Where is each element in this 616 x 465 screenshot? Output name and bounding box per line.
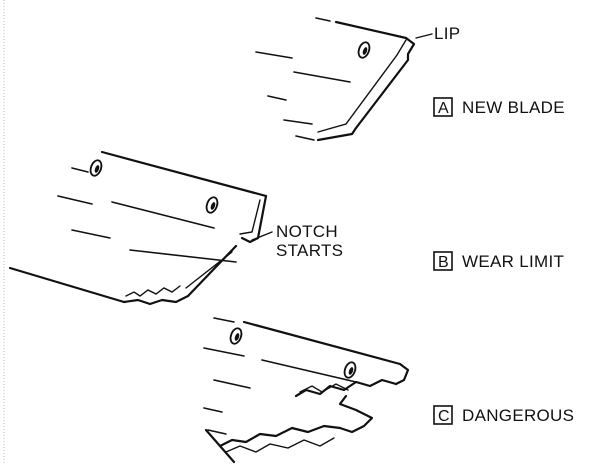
legend-a: A NEW BLADE: [433, 97, 565, 117]
legend-b-label: WEAR LIMIT: [462, 252, 564, 271]
legend-b: B WEAR LIMIT: [433, 251, 564, 271]
blade-b-lip-stub: [240, 194, 268, 244]
blade-a-dash-3: [293, 71, 351, 83]
blade-b-bolt-hole-right-center: [210, 202, 216, 210]
blade-c-dash-3: [261, 359, 357, 383]
legend-c-label: DANGEROUS: [462, 406, 574, 425]
blade-a-dash-2: [255, 51, 293, 59]
notch-label-line2: STARTS: [276, 241, 343, 260]
blade-c-torn-edge-lower: [218, 424, 342, 448]
blade-b-bolt-hole-left-center: [94, 165, 100, 173]
blade-b-worn-face: [122, 244, 238, 306]
legend-c: C DANGEROUS: [433, 405, 574, 425]
blade-a-dash-1: [315, 17, 331, 22]
blade-a-dash-4: [267, 95, 287, 101]
blade-c-dangerous: [203, 317, 410, 464]
blade-c-dash-6: [207, 429, 227, 435]
lip-leader-line: [415, 33, 433, 39]
blade-c-dash-1: [213, 317, 235, 323]
blade-b-top-edge: [100, 150, 268, 198]
blade-b-bottom-edge: [8, 266, 126, 304]
blade-a-dash-6: [295, 135, 315, 141]
notch-leader-line: [251, 231, 273, 241]
notch-label-line1: NOTCH: [276, 222, 338, 241]
blade-c-wear-texture-lower: [225, 437, 335, 453]
blade-c-dash-4: [213, 379, 251, 389]
blade-b-worn-bevel: [185, 251, 233, 289]
legend-a-label: NEW BLADE: [462, 98, 565, 117]
blade-a-top-edge: [334, 20, 408, 40]
blade-c-torn-edge-upper: [294, 378, 398, 398]
blade-b-dash-2: [57, 195, 93, 205]
blade-b-dash-5: [129, 249, 237, 263]
blade-c-bolt-hole-left-center: [234, 333, 240, 341]
blade-c-dash-5: [203, 407, 223, 413]
lip-callout: LIP: [415, 24, 460, 43]
legend-b-letter: B: [438, 254, 449, 271]
legend-c-letter: C: [438, 408, 450, 425]
blade-b-wear-texture: [125, 285, 181, 297]
blade-b-dash-4: [71, 229, 111, 239]
legend-b-box: [433, 251, 453, 271]
blade-b-wear-limit: [8, 150, 268, 306]
blade-c-top-edge: [242, 320, 402, 366]
blade-a-dash-5: [283, 119, 313, 125]
notch-callout: NOTCH STARTS: [251, 222, 343, 260]
blade-c-break: [338, 394, 374, 434]
blade-b-dash-1: [71, 167, 89, 173]
legend-c-box: [433, 405, 453, 425]
blade-c-lip-remnant: [394, 362, 410, 386]
legend-a-box: [433, 97, 453, 117]
blade-c-bolt-hole-right-center: [348, 367, 354, 375]
legend-a-letter: A: [438, 100, 449, 117]
lip-label: LIP: [434, 24, 460, 43]
blade-c-left-edge: [204, 428, 236, 464]
blade-a-lip-inner: [317, 39, 407, 133]
blade-b-lip-inner: [239, 199, 261, 235]
blade-a-bolt-hole-center: [362, 47, 368, 55]
blade-c-dash-2: [203, 347, 245, 357]
blade-a-lip-outer: [316, 36, 416, 142]
blade-c-wear-texture-upper: [299, 383, 349, 393]
blade-b-dash-3: [111, 201, 215, 229]
blade-a-new: [255, 17, 416, 142]
